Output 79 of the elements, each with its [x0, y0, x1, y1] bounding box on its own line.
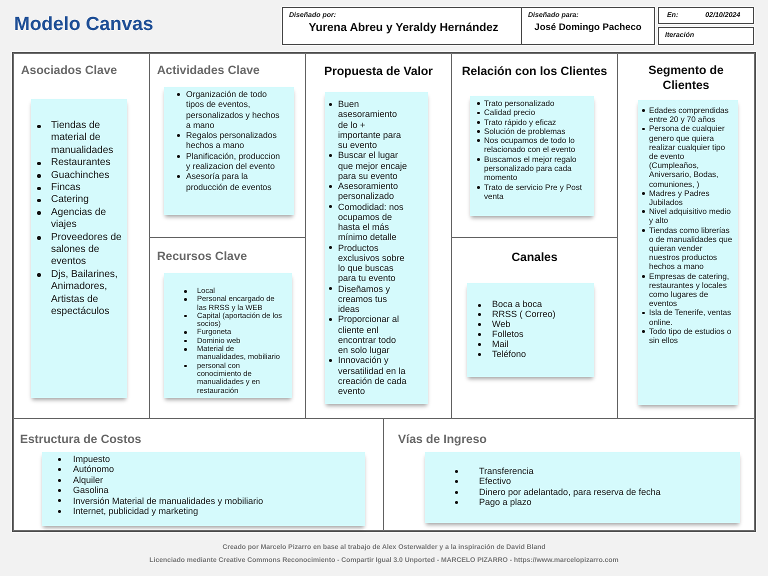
list-item: Calidad precio [477, 108, 585, 118]
info-box [658, 27, 754, 45]
list-item: Madres y Padres Jubilados [642, 188, 734, 208]
list-item: Asesoramiento personalizado [329, 181, 408, 202]
sticky-note [164, 87, 294, 215]
list-item: Productos exclusivos sobre lo que buscas para tu evento [329, 242, 408, 284]
list-item: Comodidad: nos ocupamos de hasta el más mínimo detalle [329, 202, 408, 242]
list-item: Solución de problemas [477, 126, 585, 136]
list-item: Edades comprendidas entre 20 y 70 años [642, 106, 734, 124]
list-item: Buen asesoramiento de lo + importante para su evento [329, 99, 408, 150]
list-item: Transferencia [455, 466, 730, 476]
canvas-block [13, 418, 384, 531]
list-item: Efectivo [455, 476, 730, 487]
list-item: Regalos personalizados hechos a mano [177, 130, 284, 151]
list-item: Pago a plazo [455, 497, 730, 508]
list-item: Guachinches [37, 170, 122, 182]
sticky-note [325, 92, 428, 404]
sticky-note [470, 96, 594, 216]
list-item: Buscar el lugar que mejor encaje para su evento [329, 150, 408, 181]
list-item: Alquiler [58, 474, 355, 486]
list-item: Djs, Bailarines, Animadores, Artistas de espectáculos [37, 268, 122, 318]
list-item: Web [478, 320, 589, 330]
sticky-note [467, 283, 594, 377]
list-item: Diseñamos y creamos tus ideas [329, 284, 408, 314]
list-item: Tiendas como librerías o de manualidades que quieran vender nuestros productos hechos a mano [642, 226, 734, 272]
list-item: Dinero por adelantado, para reserva de fecha [455, 486, 730, 498]
list-item: Nivel adquisitivo medio y alto [642, 207, 734, 226]
list-item: Folletos [478, 330, 589, 340]
block-heading: Asociados Clave [21, 63, 118, 77]
list-item: Trato de servicio Pre y Post venta [477, 182, 585, 202]
page-title: Modelo Canvas [14, 13, 154, 37]
list-item: Planificación, produccion y realizacion del evento [177, 150, 284, 172]
list-item: Asesoría para la producción de eventos [177, 171, 284, 192]
list-item: Organización de todo tipos de eventos, personalizados y hechos a mano [177, 89, 284, 130]
list-item: Internet, publicidad y marketing [58, 506, 355, 516]
list-item: Trato personalizado [477, 99, 585, 108]
block-heading: Vías de Ingreso [398, 432, 487, 446]
sticky-note [164, 273, 292, 398]
sticky-note [425, 452, 740, 523]
list-item: Todo tipo de estudios o sin ellos [642, 326, 734, 346]
list-item: RRSS ( Correo) [478, 310, 589, 320]
canvas-block [13, 53, 150, 419]
list-item: Mail [478, 340, 589, 350]
list-item: Proveedores de salones de eventos [37, 232, 122, 269]
list-item: Restaurantes [37, 157, 122, 170]
block-heading: Relación con los Clientes [462, 64, 608, 78]
list-item: Autónomo [58, 464, 355, 475]
list-item: Tiendas de material de manualidades [37, 120, 122, 158]
list-item: Buscamos el mejor regalo personalizado para cada momento [477, 154, 585, 183]
canvas-block [383, 418, 755, 531]
block-heading: Segmento de Clientes [647, 63, 725, 93]
list-item: Gasolina [58, 485, 355, 496]
list-item: Innovación y versatilidad en la creación de cada evento [329, 355, 408, 396]
list-item: Fincas [37, 182, 122, 194]
list-item: Trato rápido y eficaz [477, 118, 585, 127]
block-heading: Actividades Clave [157, 63, 260, 77]
block-heading: Canales [511, 250, 558, 264]
field-value: José Domingo Pacheco [534, 22, 642, 34]
list-item: Nos ocupamos de todo lo relacionado con el evento [477, 136, 585, 155]
list-item: Inversión Material de manualidades y mobiliario [58, 496, 355, 506]
field-value: Yurena Abreu y Yeraldy Hernández [308, 21, 498, 35]
list-item: Teléfono [478, 350, 589, 360]
sticky-note [638, 100, 738, 405]
info-box [658, 7, 754, 24]
list-item: Agencias de viajes [37, 206, 122, 232]
info-box [521, 7, 655, 45]
list-item: Boca a boca [478, 300, 589, 310]
block-heading: Recursos Clave [157, 249, 248, 263]
list-item: Proporcionar al cliente enl encontrar todo en solo lugar [329, 314, 408, 356]
canvas-block [617, 53, 755, 419]
sticky-note [31, 99, 127, 398]
list-item: Persona de cualquier genero que quiera realizar cualquier tipo de evento (Cumpleaños, Aniversario, Bodas, comuniones, ) [642, 124, 734, 189]
block-heading: Propuesta de Valor [324, 64, 433, 78]
block-heading: Estructura de Costos [20, 432, 142, 446]
sticky-note [42, 452, 365, 526]
list-item: Impuesto [58, 454, 355, 464]
list-item: Empresas de catering, restaurantes y locales como lugares de eventos [642, 272, 734, 308]
list-item: Catering [37, 194, 122, 207]
list-item: Isla de Tenerife, ventas online. [642, 308, 734, 327]
